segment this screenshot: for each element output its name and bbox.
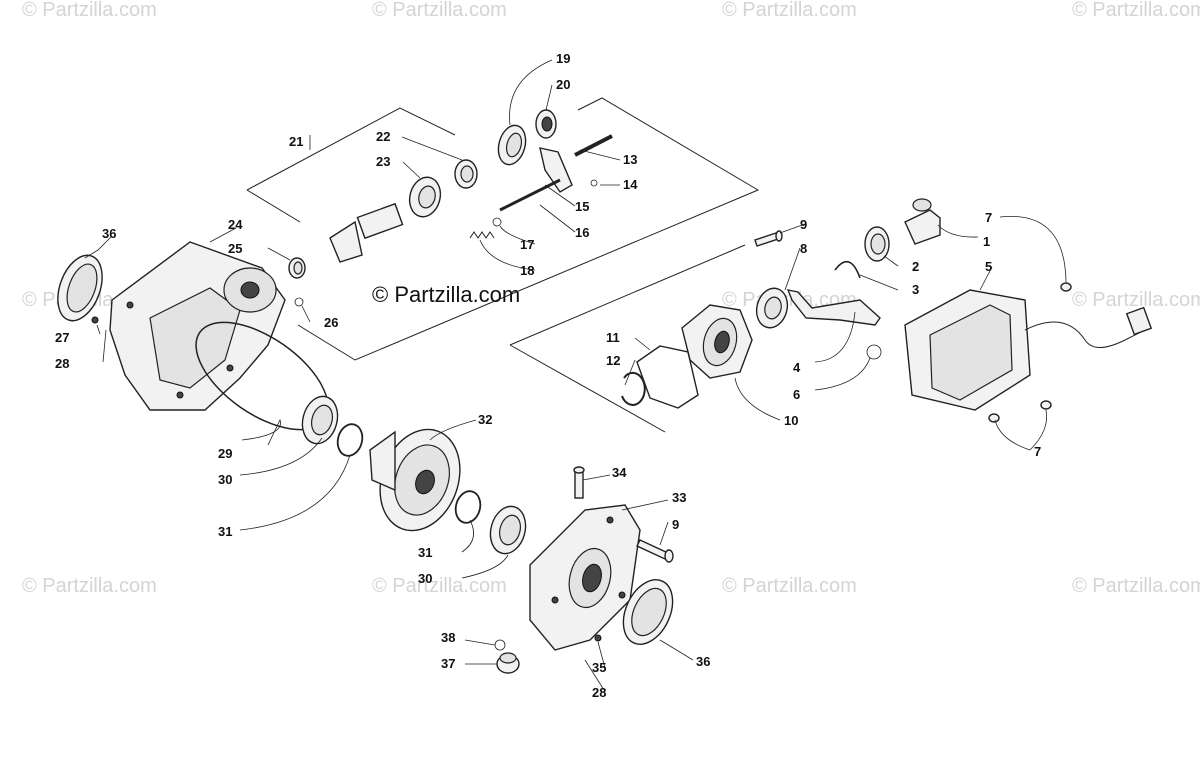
callout-label: 19 <box>556 51 570 66</box>
shift-rod-part-16 <box>499 178 561 212</box>
bearing-part-25 <box>288 257 306 279</box>
callout-label: 18 <box>520 263 534 278</box>
snap-ring-part-12 <box>621 371 646 406</box>
ring-part-31-right <box>454 490 482 524</box>
watermark: © Partzilla.com <box>722 575 857 597</box>
callout-label: 4 <box>793 360 801 375</box>
callout-label: 36 <box>696 654 710 669</box>
spring-part-18 <box>469 231 495 239</box>
coupler-housing-part-10 <box>681 304 753 379</box>
bracket-part-4 <box>786 289 881 326</box>
watermark: © Partzilla.com <box>22 0 157 21</box>
callout-label: 26 <box>324 315 338 330</box>
callout-label: 31 <box>218 524 232 539</box>
ring-part-26 <box>294 297 304 307</box>
watermark: © Partzilla.com <box>1072 289 1200 311</box>
callout-label: 10 <box>784 413 798 428</box>
callout-label: 23 <box>376 154 390 169</box>
plug-part-37 <box>496 652 520 674</box>
callout-label: 30 <box>418 571 432 586</box>
callout-label: 35 <box>592 660 606 675</box>
callout-label: 12 <box>606 353 620 368</box>
pinion-gear-part <box>329 202 404 263</box>
screw-part-35 <box>594 634 602 642</box>
callout-label: 34 <box>612 465 627 480</box>
bolt-part-7 <box>988 282 1072 423</box>
callout-label: 37 <box>441 656 455 671</box>
callout-label: 6 <box>793 387 800 402</box>
gasket-part-11 <box>636 345 699 409</box>
bearing-part-8 <box>755 287 789 329</box>
seal-part-2 <box>864 226 890 262</box>
callout-label: 15 <box>575 199 589 214</box>
ring-gear-part-32 <box>369 428 461 532</box>
gear-housing-part-24 <box>109 241 286 411</box>
callout-label: 31 <box>418 545 432 560</box>
callout-label: 9 <box>800 217 807 232</box>
watermark: © Partzilla.com <box>22 575 157 597</box>
callout-label: 7 <box>1034 444 1041 459</box>
ring-part-31 <box>336 423 364 457</box>
bearing-part-30-right <box>489 505 527 555</box>
callout-label: 30 <box>218 472 232 487</box>
callout-label: 24 <box>228 217 243 232</box>
bearing-part-22 <box>454 159 478 189</box>
shift-rod-part-13 <box>574 134 613 157</box>
watermark: © Partzilla.com <box>1072 0 1200 21</box>
watermark: © Partzilla.com <box>372 575 507 597</box>
seal-part-36-lower <box>622 579 674 645</box>
callout-label: 8 <box>800 241 807 256</box>
assembly-brackets <box>246 97 760 433</box>
watermark: © Partzilla.com <box>722 0 857 21</box>
seal-part-36-upper <box>57 254 103 322</box>
callout-label: 28 <box>592 685 606 700</box>
callout-label: 36 <box>102 226 116 241</box>
washer-part-38 <box>494 639 506 651</box>
callout-label: 5 <box>985 259 992 274</box>
callout-label: 28 <box>55 356 69 371</box>
callout-label: 1 <box>983 234 990 249</box>
callout-label: 17 <box>520 237 534 252</box>
callout-label: 21 <box>289 134 303 149</box>
center-watermark: © Partzilla.com <box>372 282 520 307</box>
screw-part-27 <box>91 316 99 324</box>
actuator-part-5 <box>904 289 1153 411</box>
callout-label: 11 <box>606 330 620 345</box>
bolt-part-9-lower <box>636 539 674 563</box>
shift-fork-part-15 <box>539 147 573 193</box>
callout-label: 14 <box>623 177 638 192</box>
bearing-part-23 <box>408 176 442 218</box>
cover-part-33 <box>529 504 641 651</box>
callout-label: 3 <box>912 282 919 297</box>
callout-label: 33 <box>672 490 686 505</box>
o-ring-part-6 <box>866 344 882 360</box>
callout-label: 2 <box>912 259 919 274</box>
collar-part-19 <box>497 124 527 166</box>
callout-label: 16 <box>575 225 589 240</box>
callout-label: 29 <box>218 446 232 461</box>
watermark: © Partzilla.com <box>372 0 507 21</box>
callout-label: 20 <box>556 77 570 92</box>
callout-label: 22 <box>376 129 390 144</box>
callout-label: 32 <box>478 412 492 427</box>
breather-part-34 <box>573 466 585 499</box>
bearing-part-20 <box>535 109 557 139</box>
callout-label: 27 <box>55 330 69 345</box>
bearing-part-30 <box>301 395 339 445</box>
pin-part-17 <box>492 217 502 227</box>
callout-label: 9 <box>672 517 679 532</box>
leader-lines <box>84 59 1067 691</box>
watermark-group: © Partzilla.com © Partzilla.com © Partzi… <box>22 0 1200 597</box>
callout-label: 13 <box>623 152 637 167</box>
pin-part-14 <box>590 179 598 187</box>
callout-label: 25 <box>228 241 242 256</box>
callout-label: 38 <box>441 630 455 645</box>
bolt-part-9-upper <box>754 230 783 247</box>
watermark: © Partzilla.com <box>1072 575 1200 597</box>
output-shaft-part-1 <box>904 198 941 245</box>
callout-labels: 1 2 3 4 5 6 7 7 8 9 9 10 11 12 13 14 15 … <box>55 51 1041 700</box>
clip-part-3 <box>834 260 861 279</box>
callout-label: 7 <box>985 210 992 225</box>
